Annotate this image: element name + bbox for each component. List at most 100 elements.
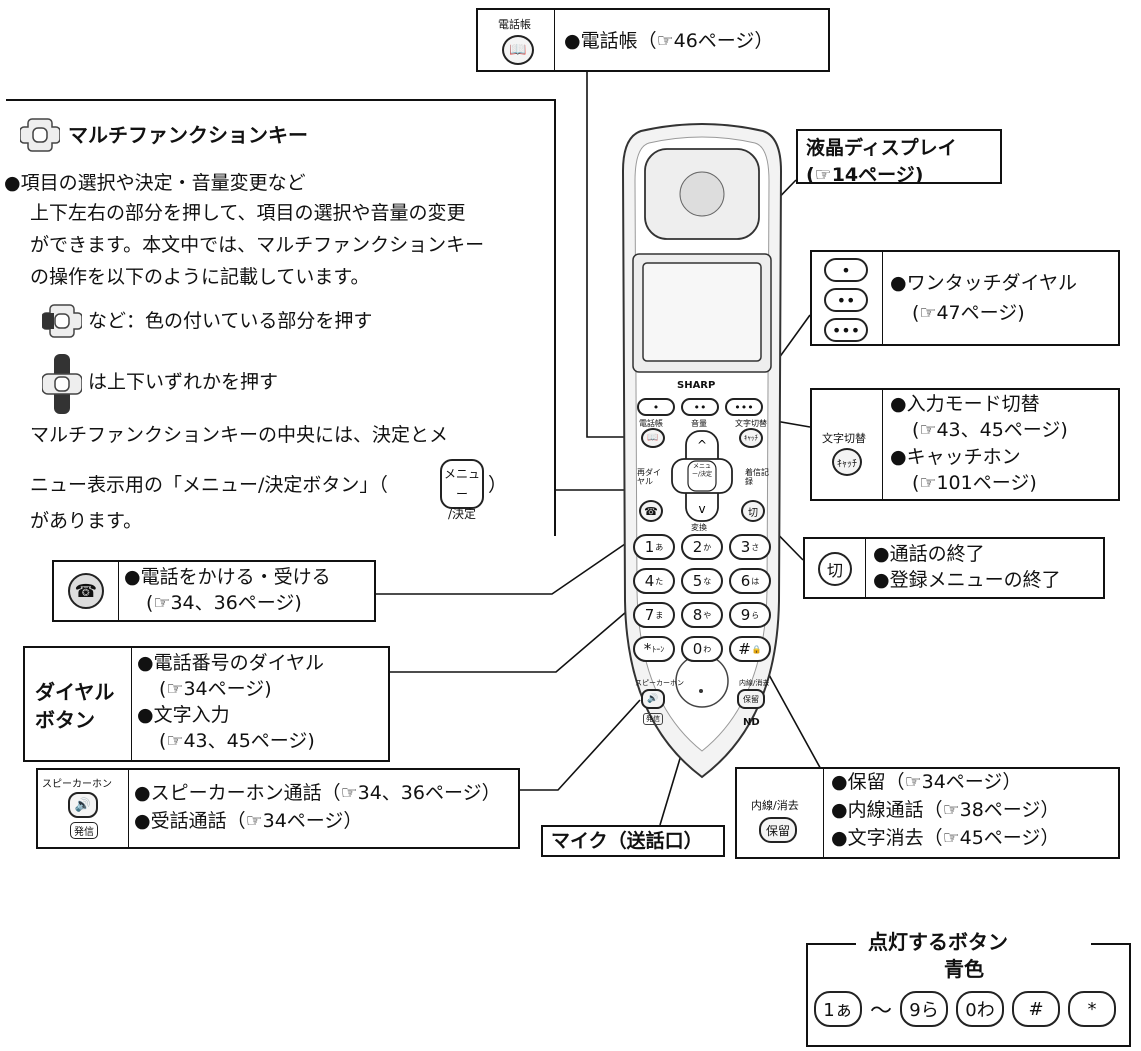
phone-label-phonebook: 電話帳	[639, 419, 663, 428]
lcd-callout: 液晶ディスプレイ (☞14ページ)	[796, 129, 1002, 186]
onetouch-callout: • •• ••• ●ワンタッチダイヤル (☞47ページ)	[810, 250, 1120, 346]
multifunction-line1: ●項目の選択や決定・音量変更など	[4, 172, 306, 194]
send-label: 発信	[70, 822, 98, 839]
phone-onetouch-2[interactable]: ••	[681, 398, 719, 416]
hold-line3: ●文字消去（☞45ページ）	[831, 827, 1060, 849]
phone-key-digit: 5	[692, 572, 703, 590]
dial-buttons-callout: ダイヤル ボタン ●電話番号のダイヤル (☞34ページ) ●文字入力 (☞43、…	[23, 646, 390, 762]
mode-catch-callout: 文字切替 ｷｬｯﾁ ●入力モード切替 (☞43、45ページ) ●キャッチホン (…	[810, 388, 1120, 501]
menu-key-line1: メニュー	[443, 467, 480, 501]
lit-keys-row: 1ぁ 〜 9ら 0わ # *	[814, 991, 1117, 1027]
phone-key-digit: 3	[740, 538, 751, 556]
phone-phonebook-button[interactable]: 📖	[641, 428, 665, 448]
multifunction-line8a: ニュー表示用の「メニュー/決定ボタン」（	[30, 474, 388, 496]
phone-key-digit: 8	[692, 606, 703, 624]
onetouch-key-2: ••	[824, 288, 868, 312]
mic-label: マイク（送話口）	[551, 830, 703, 852]
phone-label-volume: 音量	[691, 419, 707, 428]
hold-key-icon: 保留	[759, 817, 797, 843]
phone-hold-button[interactable]: 保留	[737, 689, 765, 709]
multifunction-line6: は上下いずれかを押す	[88, 371, 279, 393]
lit-color: 青色	[944, 957, 984, 981]
brand-logo: SHARP	[677, 380, 716, 391]
phone-catch-button[interactable]: ｷｬｯﾁ	[739, 428, 763, 448]
dial-line4: (☞43、45ページ)	[159, 730, 315, 752]
onetouch-key-1: •	[824, 258, 868, 282]
multifunction-title: マルチファンクションキー	[68, 123, 308, 147]
phone-label-history: 着信記録	[745, 468, 769, 486]
phone-key-digit: #	[738, 640, 751, 658]
mode-line3: ●キャッチホン	[890, 446, 1021, 468]
multifunction-line2: 上下左右の部分を押して、項目の選択や音量の変更	[30, 202, 466, 224]
phone-key-digit: 6	[740, 572, 751, 590]
phone-label-redial: 再ダイヤル	[637, 468, 661, 486]
phone-speaker-button[interactable]: 🔊	[641, 689, 665, 709]
phone-key-digit: 4	[644, 572, 655, 590]
dial-line2: (☞34ページ)	[159, 678, 272, 700]
phone-key-kana: ま	[655, 610, 664, 620]
phone-onetouch-1[interactable]: •	[637, 398, 675, 416]
phone-key-kana: 🔒	[751, 644, 762, 654]
menu-key-line2: /決定	[447, 507, 477, 521]
phone-key-kana: か	[703, 542, 712, 552]
onetouch-key-3: •••	[824, 318, 868, 342]
phone-key-digit: 9	[740, 606, 751, 624]
lit-key-9: 9ら	[900, 991, 949, 1027]
catch-key-icon: ｷｬｯﾁ	[832, 448, 862, 476]
onetouch-line2: (☞47ページ)	[912, 302, 1025, 324]
hold-line1: ●保留（☞34ページ）	[831, 771, 1022, 793]
speaker-line1: ●スピーカーホン通話（☞34、36ページ）	[134, 782, 501, 804]
lit-title: 点灯するボタン	[868, 930, 1008, 954]
multifunction-line7: マルチファンクションキーの中央には、決定とメ	[30, 424, 449, 446]
lit-key-1: 1ぁ	[814, 991, 862, 1027]
phone-end-button[interactable]: 切	[741, 500, 765, 522]
dial-head2: ボタン	[35, 708, 95, 732]
multifunction-line5: など：色の付いている部分を押す	[88, 310, 373, 332]
phone-label-intercom: 内線/消去	[739, 679, 770, 687]
svg-text:^: ^	[697, 438, 707, 452]
phone-key-digit: *	[643, 640, 652, 658]
phone-key-digit: 0	[692, 640, 703, 658]
dial-line1: ●電話番号のダイヤル	[137, 652, 325, 674]
phone-menu-label: メニュー/決定	[691, 463, 713, 478]
multifunction-left-highlight-icon	[42, 304, 82, 338]
hold-callout: 内線/消去 保留 ●保留（☞34ページ） ●内線通話（☞38ページ） ●文字消去…	[735, 767, 1120, 859]
handset: SHARP • •• ••• 電話帳 音量 文字切替 📖 ｷｬｯﾁ ^ v メニ…	[619, 121, 785, 781]
multifunction-key-icon	[20, 118, 60, 152]
multifunction-key-callout: マルチファンクションキー ●項目の選択や決定・音量変更など 上下左右の部分を押し…	[4, 99, 556, 536]
lit-key-hash: #	[1012, 991, 1061, 1027]
multifunction-line8b: ）	[488, 474, 508, 496]
nd-logo: ND	[743, 717, 760, 728]
dial-head1: ダイヤル	[35, 680, 115, 704]
phone-key-kana: ﾄｰﾝ	[652, 644, 665, 654]
phone-label-convert: 変換	[691, 523, 707, 532]
phone-onetouch-3[interactable]: •••	[725, 398, 763, 416]
phone-key-digit: 7	[644, 606, 655, 624]
hold-icon-label: 内線/消去	[751, 799, 799, 812]
end-call-callout: 切 ●通話の終了 ●登録メニューの終了	[803, 537, 1105, 599]
phone-key-digit: 1	[644, 538, 655, 556]
multifunction-line3: ができます。本文中では、マルチファンクションキー	[30, 234, 485, 256]
phone-multifunction-key[interactable]: ^ v	[670, 429, 734, 523]
phone-key-kana: や	[703, 610, 712, 620]
mic-callout: マイク（送話口）	[541, 825, 725, 857]
phone-call-button[interactable]: ☎	[639, 500, 663, 522]
phone-key-10[interactable]: *ﾄｰﾝ	[633, 636, 675, 662]
phone-key-kana: あ	[655, 542, 664, 552]
hold-line2: ●内線通話（☞38ページ）	[831, 799, 1060, 821]
lit-key-0: 0わ	[956, 991, 1005, 1027]
call-line1: ●電話をかける・受ける	[124, 566, 331, 588]
phone-key-12[interactable]: #🔒	[729, 636, 771, 662]
call-key-icon: ☎	[68, 573, 104, 609]
phone-label-charswitch: 文字切替	[735, 419, 767, 428]
